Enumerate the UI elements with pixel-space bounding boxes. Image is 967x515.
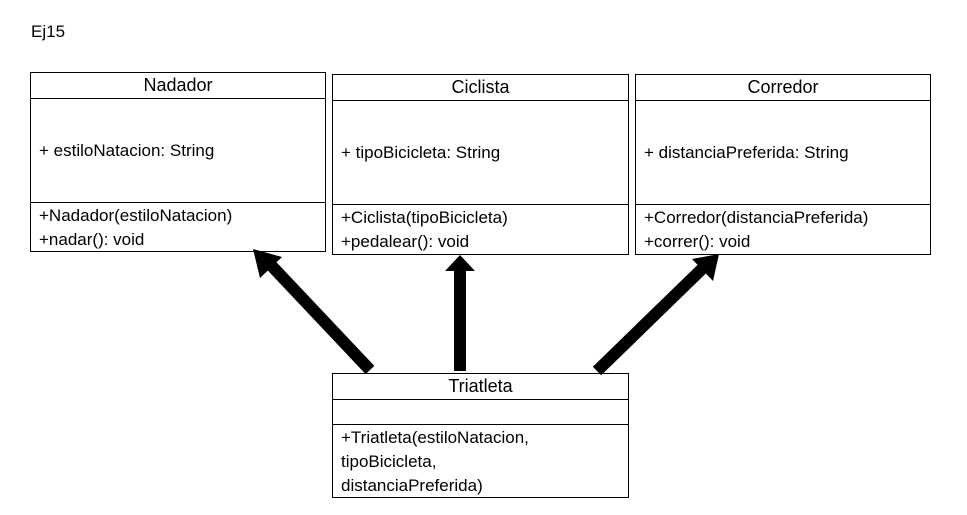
class-methods-nadador: +Nadador(estiloNatacion) +nadar(): void <box>31 203 325 252</box>
method-correr: +correr(): void <box>644 232 751 251</box>
method-corredor-constructor: +Corredor(distanciaPreferida) <box>644 208 869 227</box>
class-attributes-nadador: + estiloNatacion: String <box>31 99 325 203</box>
class-methods-ciclista: +Ciclista(tipoBicicleta) +pedalear(): vo… <box>333 205 628 254</box>
diagram-label: Ej15 <box>31 22 66 41</box>
class-box-triatleta[interactable]: Triatleta +Triatleta(estiloNatacion, tip… <box>332 373 629 498</box>
class-box-ciclista[interactable]: Ciclista + tipoBicicleta: String +Ciclis… <box>332 74 629 255</box>
class-box-nadador[interactable]: Nadador + estiloNatacion: String +Nadado… <box>30 72 326 252</box>
class-name-nadador: Nadador <box>31 73 325 99</box>
arrow-triatleta-to-ciclista <box>445 255 475 371</box>
class-name-triatleta: Triatleta <box>333 374 628 400</box>
class-attributes-ciclista: + tipoBicicleta: String <box>333 101 628 205</box>
class-name-corredor: Corredor <box>636 75 930 101</box>
attribute-tipo-bicicleta: + tipoBicicleta: String <box>341 142 501 162</box>
class-attributes-triatleta <box>333 400 628 425</box>
method-triatleta-constructor-line-3: distanciaPreferida) <box>341 476 483 495</box>
method-nadar: +nadar(): void <box>39 230 145 249</box>
class-methods-corredor: +Corredor(distanciaPreferida) +correr():… <box>636 205 930 254</box>
method-triatleta-constructor-line-1: +Triatleta(estiloNatacion, <box>341 428 529 447</box>
method-triatleta-constructor-line-2: tipoBicicleta, <box>341 452 437 471</box>
class-attributes-corredor: + distanciaPreferida: String <box>636 101 930 205</box>
attribute-estilo-natacion: + estiloNatacion: String <box>39 140 215 160</box>
class-methods-triatleta: +Triatleta(estiloNatacion, tipoBicicleta… <box>333 425 628 498</box>
method-ciclista-constructor: +Ciclista(tipoBicicleta) <box>341 208 508 227</box>
attribute-distancia-preferida: + distanciaPreferida: String <box>644 142 849 162</box>
class-name-ciclista: Ciclista <box>333 75 628 101</box>
arrow-triatleta-to-nadador <box>253 249 375 375</box>
arrow-triatleta-to-corredor <box>592 254 719 376</box>
class-box-corredor[interactable]: Corredor + distanciaPreferida: String +C… <box>635 74 931 255</box>
method-nadador-constructor: +Nadador(estiloNatacion) <box>39 206 233 225</box>
method-pedalear: +pedalear(): void <box>341 232 470 251</box>
